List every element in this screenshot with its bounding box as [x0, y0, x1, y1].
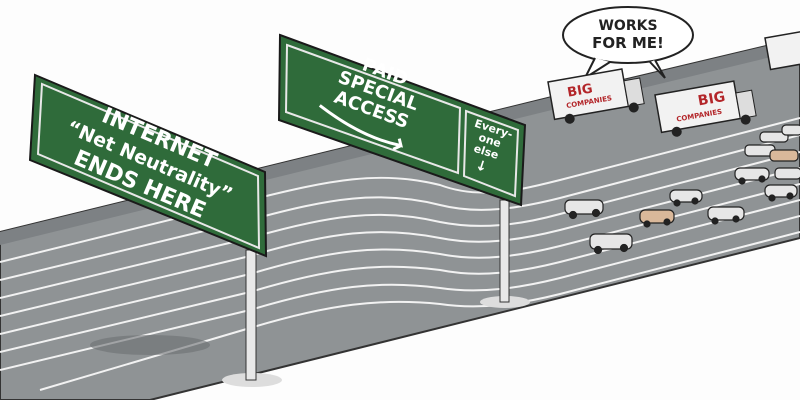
sign-shadow	[90, 335, 210, 355]
truck: BIG COMPANIES	[547, 68, 645, 124]
car	[781, 124, 800, 136]
speech-line1: WORKS	[598, 18, 657, 34]
car	[564, 199, 604, 220]
left-sign-post	[245, 249, 257, 381]
right-sign: PAID SPECIAL ACCESS Every- one else ↓	[277, 33, 527, 207]
truck: BIG COMPANIES	[654, 80, 757, 137]
truck-big-label: BIG	[697, 89, 727, 110]
car	[769, 149, 799, 162]
cars	[564, 124, 800, 255]
car	[639, 209, 675, 228]
car	[774, 167, 800, 180]
truck	[764, 30, 800, 71]
right-sign-post	[499, 199, 510, 303]
car	[764, 184, 798, 202]
curved-arrow-icon	[318, 104, 403, 151]
speech-line2: FOR ME!	[592, 34, 664, 52]
car	[759, 131, 789, 143]
down-arrow-icon: ↓	[473, 157, 489, 176]
car	[707, 206, 745, 225]
speech-bubble: WORKS FOR ME!	[562, 6, 694, 81]
truck-big-label: BIG	[566, 81, 594, 100]
car	[589, 233, 633, 255]
car	[669, 189, 703, 207]
car	[734, 167, 770, 185]
